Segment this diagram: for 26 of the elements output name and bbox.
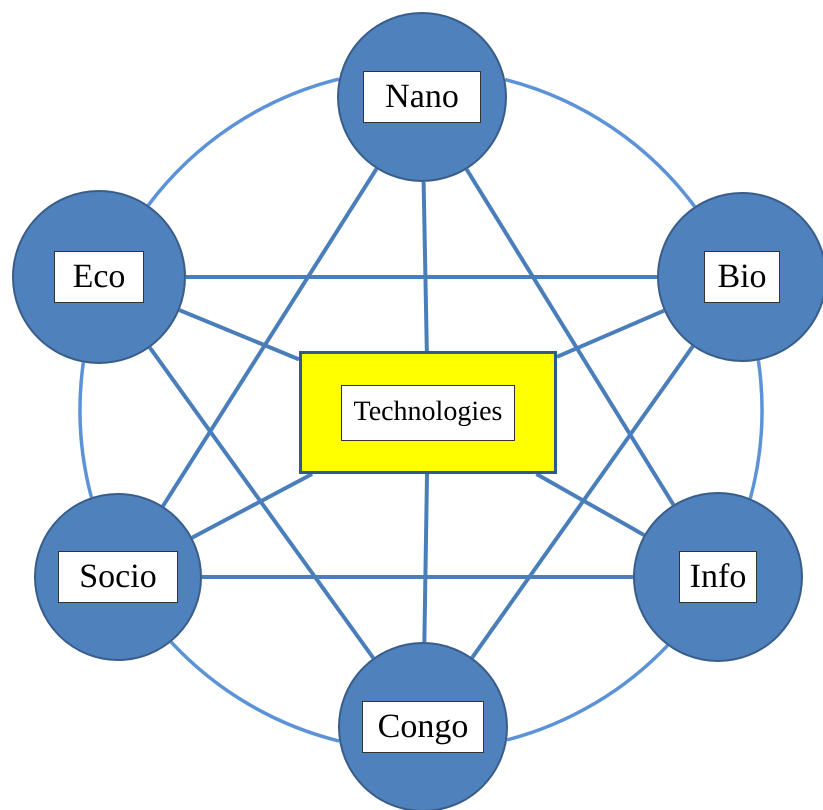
node-label: Eco [54, 251, 144, 303]
node-label: Technologies [340, 384, 516, 440]
connector-line [202, 575, 633, 579]
connector-line [535, 472, 646, 537]
connector-line [422, 474, 430, 642]
ring-arc [146, 77, 340, 206]
connector-line [186, 275, 657, 279]
connector-line [191, 472, 314, 540]
ring-arc [506, 644, 669, 742]
node-label: Congo [362, 701, 484, 753]
node-label: Nano [363, 71, 481, 123]
ring-arc [748, 360, 764, 499]
node-label: Bio [704, 251, 780, 303]
ring-arc [78, 362, 94, 498]
connector-line [178, 308, 300, 362]
connector-line [422, 182, 429, 352]
connector-line [556, 308, 665, 359]
node-label: Socio [58, 551, 178, 603]
ring-arc [170, 640, 340, 743]
connector-line [161, 168, 378, 508]
connector-line [148, 346, 375, 660]
connector-line [470, 345, 694, 659]
connector-line [464, 168, 676, 506]
ring-arc [504, 78, 696, 208]
center-box [299, 351, 557, 474]
node-label: Info [679, 551, 757, 603]
